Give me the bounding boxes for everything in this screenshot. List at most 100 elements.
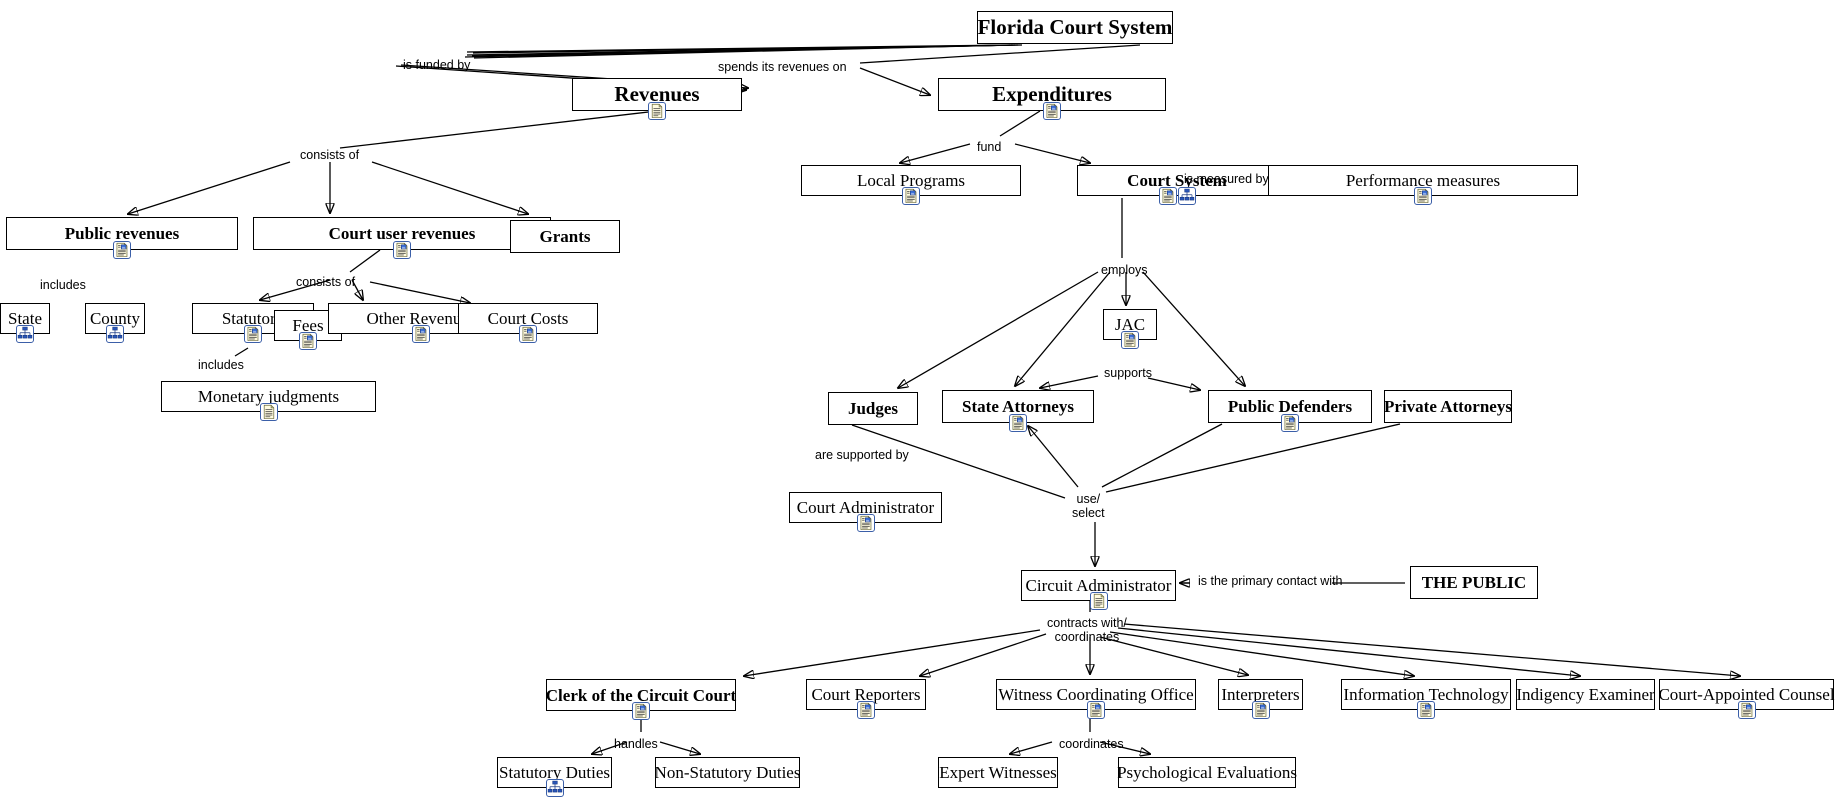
resource-icon-tray xyxy=(1087,701,1105,719)
resource-icon-tray xyxy=(856,514,875,532)
concept-node-label: Performance measures xyxy=(1345,171,1501,190)
link-phrase-line: coordinates xyxy=(1059,737,1124,751)
link-phrase-line: use/ xyxy=(1076,492,1101,506)
link-phrase-includes-statutory[interactable]: includes xyxy=(198,358,244,372)
link-phrase-supports[interactable]: supports xyxy=(1104,366,1152,380)
document-image-resource-icon[interactable] xyxy=(1087,701,1105,719)
concept-node-label: Clerk of the Circuit Court xyxy=(545,685,737,705)
link-phrase-handles[interactable]: handles xyxy=(614,737,658,751)
concept-node-psychological-evaluations[interactable]: Psychological Evaluations xyxy=(1117,757,1297,788)
link-phrase-line-2: select xyxy=(1072,506,1105,521)
concept-map-tree-resource-icon[interactable] xyxy=(1177,187,1196,205)
document-resource-icon[interactable] xyxy=(259,403,278,421)
concept-node-label: Grants xyxy=(539,227,591,246)
document-image-resource-icon[interactable] xyxy=(1043,102,1061,120)
link-phrase-use-select[interactable]: use/select xyxy=(1072,492,1105,521)
concept-node-label: Judges xyxy=(847,399,899,418)
link-phrase-coordinates-witness[interactable]: coordinates xyxy=(1059,737,1124,751)
document-image-resource-icon[interactable] xyxy=(857,701,875,719)
link-phrase-line: spends its revenues on xyxy=(718,60,847,74)
concept-map-tree-resource-icon[interactable] xyxy=(545,779,564,797)
link-phrase-line: is measured by xyxy=(1184,172,1269,186)
concept-node-circuit-administrator[interactable]: Circuit Administrator xyxy=(1021,570,1176,601)
concept-node-label: Statutory Duties xyxy=(499,763,610,782)
document-image-resource-icon[interactable] xyxy=(1737,701,1756,719)
link-phrase-is-measured-by[interactable]: is measured by xyxy=(1184,172,1269,186)
document-image-resource-icon[interactable] xyxy=(113,241,131,259)
link-phrase-are-supported-by[interactable]: are supported by xyxy=(815,448,909,462)
concept-node-label: Psychological Evaluations xyxy=(1117,763,1297,782)
document-image-resource-icon[interactable] xyxy=(299,332,317,350)
resource-icon-tray xyxy=(113,241,131,259)
concept-node-label: Court user revenues xyxy=(328,224,476,243)
link-phrase-is-the-primary-contact[interactable]: is the primary contact with xyxy=(1198,574,1343,588)
concept-node-label: Expert Witnesses xyxy=(939,763,1057,782)
link-phrase-line: consists of xyxy=(296,275,356,289)
concept-map-tree-resource-icon[interactable] xyxy=(16,325,34,343)
link-phrase-includes-public[interactable]: includes xyxy=(40,278,86,292)
document-image-resource-icon[interactable] xyxy=(1158,187,1177,205)
concept-node-revenues[interactable]: Revenues xyxy=(572,78,742,111)
link-phrase-contracts-with[interactable]: contracts with/coordinates xyxy=(1047,616,1127,645)
resource-icon-tray xyxy=(632,702,650,720)
link-phrase-spends-its-revenues-on[interactable]: spends its revenues on xyxy=(718,60,847,74)
document-image-resource-icon[interactable] xyxy=(856,514,875,532)
resource-icon-tray xyxy=(1281,414,1299,432)
document-image-resource-icon[interactable] xyxy=(1009,414,1027,432)
resource-icon-tray xyxy=(1417,701,1435,719)
concept-node-florida-court-system[interactable]: Florida Court System xyxy=(977,11,1173,44)
link-phrase-line: fund xyxy=(977,140,1002,154)
concept-node-label: Court Administrator xyxy=(796,498,935,517)
concept-node-expert-witnesses[interactable]: Expert Witnesses xyxy=(938,757,1058,788)
concept-node-private-attorneys[interactable]: Private Attorneys xyxy=(1384,390,1512,423)
document-image-resource-icon[interactable] xyxy=(393,241,411,259)
link-phrase-line: includes xyxy=(198,358,244,372)
concept-node-judges[interactable]: Judges xyxy=(828,392,918,425)
concept-node-label: Public Defenders xyxy=(1227,397,1353,416)
concept-node-label: Fees xyxy=(292,316,324,335)
concept-node-label: Information Technology xyxy=(1343,685,1509,704)
link-phrase-line: includes xyxy=(40,278,86,292)
link-phrase-line: is funded by xyxy=(403,58,471,72)
link-phrase-line: is the primary contact with xyxy=(1198,574,1343,588)
concept-node-court-system[interactable]: Court System xyxy=(1077,165,1277,196)
document-image-resource-icon[interactable] xyxy=(902,187,920,205)
concept-map-tree-resource-icon[interactable] xyxy=(106,325,124,343)
concept-node-label: Florida Court System xyxy=(977,15,1173,39)
document-image-resource-icon[interactable] xyxy=(632,702,650,720)
document-image-resource-icon[interactable] xyxy=(519,325,537,343)
link-phrase-line: handles xyxy=(614,737,658,751)
document-resource-icon[interactable] xyxy=(1089,592,1108,610)
concept-node-indigency-examiner[interactable]: Indigency Examiner xyxy=(1516,679,1655,710)
concept-node-label: THE PUBLIC xyxy=(1421,573,1527,592)
concept-node-label: Local Programs xyxy=(856,171,966,190)
document-image-resource-icon[interactable] xyxy=(1417,701,1435,719)
concept-node-non-statutory-duties[interactable]: Non-Statutory Duties xyxy=(655,757,800,788)
concept-node-label: State Attorneys xyxy=(962,397,1074,416)
resource-icon-tray xyxy=(1251,701,1270,719)
document-image-resource-icon[interactable] xyxy=(1281,414,1299,432)
resource-icon-tray xyxy=(1009,414,1027,432)
resource-icon-tray xyxy=(259,403,278,421)
document-image-resource-icon[interactable] xyxy=(1414,187,1432,205)
concept-node-court-administrator[interactable]: Court Administrator xyxy=(789,492,942,523)
link-phrase-consists-of-revenues[interactable]: consists of xyxy=(300,148,359,162)
document-image-resource-icon[interactable] xyxy=(1251,701,1270,719)
document-image-resource-icon[interactable] xyxy=(412,325,430,343)
link-phrase-is-funded-by[interactable]: is funded by xyxy=(403,58,470,72)
document-image-resource-icon[interactable] xyxy=(1121,331,1139,349)
concept-node-label: Court System xyxy=(1127,171,1227,190)
concept-node-witness-coordinating-office[interactable]: Witness Coordinating Office xyxy=(996,679,1196,710)
concept-node-grants[interactable]: Grants xyxy=(510,220,620,253)
resource-icon-tray xyxy=(1121,331,1139,349)
document-resource-icon[interactable] xyxy=(648,102,666,120)
link-phrase-fund[interactable]: fund xyxy=(977,140,1001,154)
link-phrase-consists-of-user[interactable]: consists of xyxy=(296,275,355,289)
concept-node-label: Monetary judgments xyxy=(197,387,340,406)
document-image-resource-icon[interactable] xyxy=(244,325,262,343)
resource-icon-tray xyxy=(857,701,875,719)
link-phrase-employs[interactable]: employs xyxy=(1101,263,1148,277)
concept-node-label: Court Costs xyxy=(487,309,569,328)
concept-node-label: Court-Appointed Counsel xyxy=(1658,685,1835,704)
concept-node-the-public[interactable]: THE PUBLIC xyxy=(1410,566,1538,599)
